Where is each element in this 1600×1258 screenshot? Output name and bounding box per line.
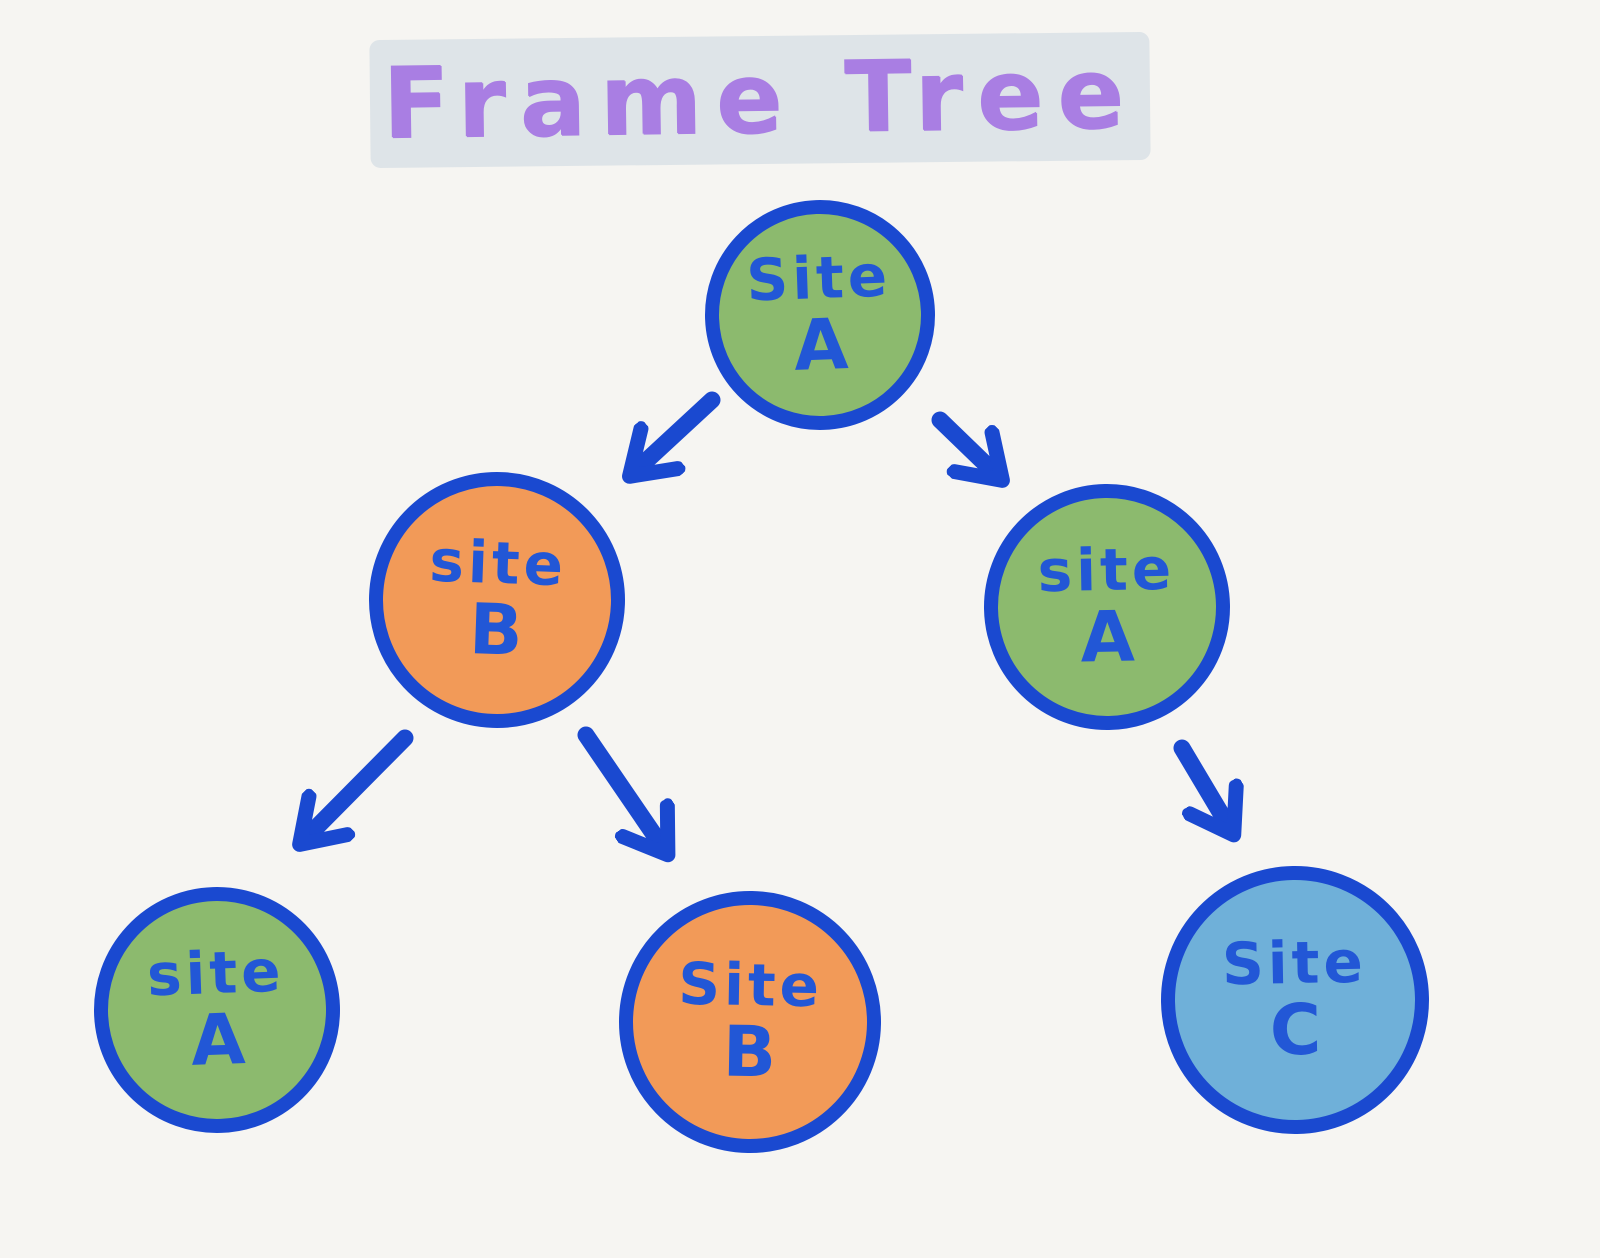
node-letter: C <box>1269 988 1322 1072</box>
node-letter: B <box>722 1010 777 1094</box>
node-label: Site <box>745 241 893 315</box>
node-label: Site <box>677 949 824 1021</box>
node-letter: A <box>792 303 850 388</box>
node-label: Site <box>1221 927 1368 999</box>
arrow-root-to-child-right <box>931 411 1000 478</box>
arrow-childB-to-grandchild-mid <box>577 726 666 852</box>
node-child-site-a: site A <box>981 481 1233 733</box>
title-text: Frame Tree <box>381 36 1139 162</box>
node-label: site <box>428 526 569 600</box>
node-label: site <box>145 936 286 1010</box>
node-grandchild-site-c: Site C <box>1158 863 1432 1137</box>
node-letter: B <box>467 588 525 673</box>
diagram-title: Frame Tree <box>369 28 1151 170</box>
node-grandchild-site-a: site A <box>89 882 345 1138</box>
node-letter: A <box>189 998 247 1083</box>
arrow-childA-to-grandchild-right <box>1173 739 1232 832</box>
arrow-childB-to-grandchild-left <box>302 729 414 842</box>
node-grandchild-site-b: Site B <box>616 888 884 1156</box>
node-label: site <box>1037 535 1176 606</box>
arrow-root-to-child-left <box>632 391 721 474</box>
node-root-site-a: Site A <box>701 196 939 434</box>
node-letter: A <box>1079 595 1136 679</box>
node-child-site-b: site B <box>364 467 630 733</box>
